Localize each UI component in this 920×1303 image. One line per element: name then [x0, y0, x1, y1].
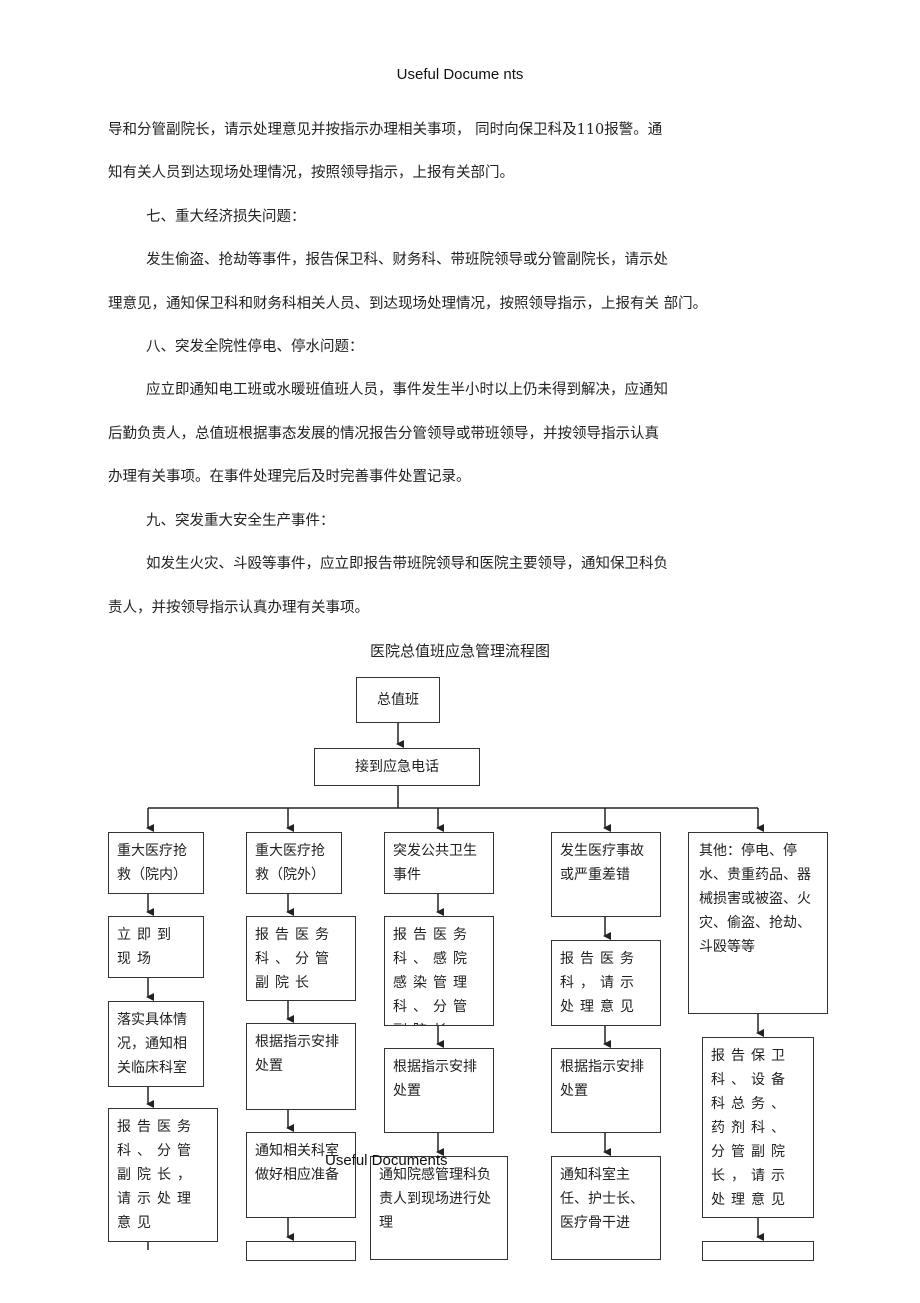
page-header: Useful Docume nts	[396, 66, 524, 83]
paragraph-line: 发生偷盗、抢劫等事件，报告保卫科、财务科、带班院领导或分管副院长，请示处	[146, 252, 668, 268]
flow-box-col5-2: 报告保卫科、设备科总务、药剂科、分管副院长，请示处理意见	[702, 1037, 814, 1218]
flow-box-col4-3: 根据指示安排处置	[551, 1048, 661, 1133]
paragraph-line: 理意见，通知保卫科和财务科相关人员、到达现场处理情况，按照领导指示，上报有关 部…	[108, 296, 708, 312]
flow-box-col3-4: 通知院感管理科负责人到现场进行处理	[370, 1156, 508, 1260]
flow-box-col5-1: 其他：停电、停水、贵重药品、器械损害或被盗、火灾、偷盗、抢劫、斗殴等等	[688, 832, 828, 1014]
paragraph-line: 如发生火灾、斗殴等事件，应立即报告带班院领导和医院主要领导，通知保卫科负	[146, 556, 668, 572]
section-heading: 八、突发全院性停电、停水问题：	[146, 339, 364, 355]
flow-box-col1-4: 报告医务科、分管副院长，请示处理意见	[108, 1108, 218, 1242]
paragraph-line: 办理有关事项。在事件处理完后及时完善事件处置记录。	[108, 469, 471, 485]
flow-box-col4-4: 通知科室主任、护士长、医疗骨干进	[551, 1156, 661, 1260]
paragraph-line: 应立即通知电工班或水暖班值班人员，事件发生半小时以上仍未得到解决，应通知	[146, 382, 668, 398]
flow-box-root: 总值班	[356, 677, 440, 723]
flow-box-col1-3: 落实具体情况，通知相关临床科室	[108, 1001, 204, 1087]
paragraph-line: 责人，并按领导指示认真办理有关事项。	[108, 600, 369, 616]
flow-box-col3-3: 根据指示安排处置	[384, 1048, 494, 1133]
paragraph-line: 知有关人员到达现场处理情况，按照领导指示，上报有关部门。	[108, 165, 514, 181]
flow-box-col2-3: 根据指示安排处置	[246, 1023, 356, 1110]
paragraph-line: 导和分管副院长，请示处理意见并按指示办理相关事项， 同时向保卫科及110报警。通	[108, 122, 663, 138]
flow-box-emergency-call: 接到应急电话	[314, 748, 480, 786]
section-heading: 九、突发重大安全生产事件：	[146, 513, 335, 529]
flow-box-col5-3	[702, 1241, 814, 1261]
flow-box-col1-1: 重大医疗抢救（院内）	[108, 832, 204, 894]
flow-box-col3-1: 突发公共卫生事件	[384, 832, 494, 894]
flow-box-col4-1: 发生医疗事故或严重差错	[551, 832, 661, 917]
flow-box-col2-5	[246, 1241, 356, 1261]
section-heading: 七、重大经济损失问题：	[146, 209, 306, 225]
flow-box-col2-1: 重大医疗抢救（院外）	[246, 832, 342, 894]
flow-box-col4-2: 报告医务科，请示处理意见	[551, 940, 661, 1026]
flowchart-title: 医院总值班应急管理流程图	[369, 642, 550, 660]
flow-box-col3-2: 报告医务科、感院感染管理科、分管副院长	[384, 916, 494, 1026]
flow-box-col1-2: 立即到现场	[108, 916, 204, 978]
flow-box-col2-2: 报告医务科、分管副院长	[246, 916, 356, 1001]
flow-box-col2-4: 通知相关科室做好相应准备	[246, 1132, 356, 1218]
watermark-text: Useful Documents	[325, 1152, 448, 1169]
paragraph-line: 后勤负责人，总值班根据事态发展的情况报告分管领导或带班领导，并按领导指示认真	[108, 426, 659, 442]
